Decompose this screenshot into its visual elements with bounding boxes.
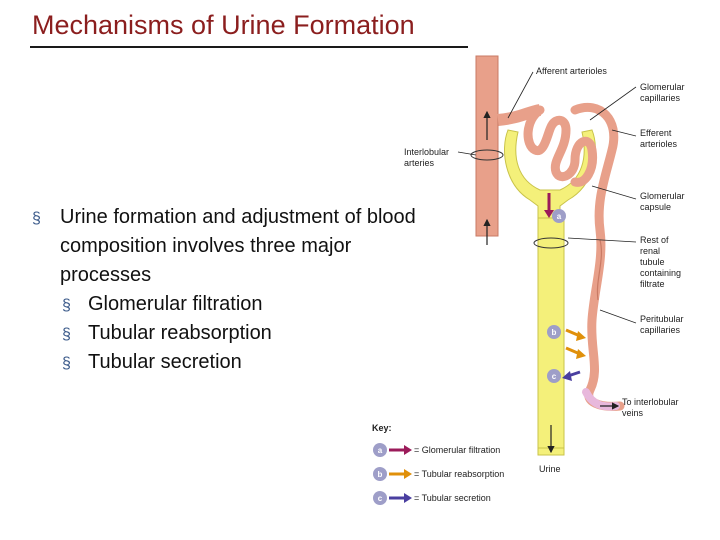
label-veins: To interlobular	[622, 397, 679, 407]
reabsorption-arrowhead	[576, 331, 586, 341]
peritubular-capillary-loop	[596, 239, 602, 301]
marker-a	[552, 209, 566, 223]
sub-bullet: § Tubular secretion	[32, 348, 432, 377]
label-rest: tubule	[640, 257, 665, 267]
key-marker-c	[373, 491, 387, 505]
bullet-marker: §	[62, 326, 71, 343]
label-capsule: capsule	[640, 202, 671, 212]
glomerular-capsule	[503, 129, 596, 219]
leader-glomerular	[589, 86, 637, 121]
label-efferent: arterioles	[640, 139, 678, 149]
key-marker-a-label: a	[378, 446, 383, 455]
marker-b	[547, 325, 561, 339]
label-rest: renal	[640, 246, 660, 256]
marker-c-label: c	[552, 372, 557, 381]
key-text-secretion: = Tubular secretion	[414, 493, 491, 503]
efferent-arteriole	[570, 102, 625, 411]
bullet-marker: §	[32, 210, 41, 227]
key-text-filtration: = Glomerular filtration	[414, 445, 500, 455]
glomerular-capillaries	[523, 105, 598, 187]
sub-bullet-text: Tubular reabsorption	[88, 322, 272, 344]
key-marker-b	[373, 467, 387, 481]
marker-c	[547, 369, 561, 383]
sub-bullet-text: Glomerular filtration	[88, 293, 263, 315]
key-arrowhead-filtration	[404, 445, 412, 455]
bullet-marker: §	[62, 355, 71, 372]
filtration-arrowhead	[544, 210, 554, 218]
title-underline	[30, 46, 468, 48]
label-interlobular: Interlobular	[404, 147, 449, 157]
leader-afferent	[507, 71, 534, 119]
marker-b-label: b	[552, 328, 557, 337]
slide-title: Mechanisms of Urine Formation	[32, 10, 415, 40]
bullet-list: § Urine formation and adjustment of bloo…	[32, 203, 432, 377]
key-title: Key:	[372, 423, 392, 433]
label-rest: filtrate	[640, 279, 665, 289]
leader-peritubular	[599, 309, 637, 324]
leader-rest	[567, 237, 637, 243]
label-glomerular-cap: Glomerular	[640, 82, 685, 92]
label-peritubular: capillaries	[640, 325, 681, 335]
label-glomerular-cap: capillaries	[640, 93, 681, 103]
label-afferent: Afferent arterioles	[536, 66, 607, 76]
label-efferent: Efferent	[640, 128, 672, 138]
key-marker-c-label: c	[378, 494, 383, 503]
leader-interlobular	[457, 151, 477, 156]
marker-a-label: a	[557, 212, 562, 221]
label-peritubular: Peritubular	[640, 314, 684, 324]
label-interlobular: arteries	[404, 158, 435, 168]
label-capsule: Glomerular	[640, 191, 685, 201]
key-arrowhead-secretion	[404, 493, 412, 503]
secretion-arrowhead	[562, 371, 572, 381]
leader-efferent	[611, 129, 637, 137]
label-veins: veins	[622, 408, 644, 418]
sub-bullet: § Tubular reabsorption	[32, 319, 432, 348]
label-rest: Rest of	[640, 235, 669, 245]
key-marker-a	[373, 443, 387, 457]
interlobular-artery	[475, 55, 499, 237]
bullet-main: § Urine formation and adjustment of bloo…	[32, 203, 432, 290]
sub-bullet-text: Tubular secretion	[88, 351, 242, 373]
tubule-cuff	[533, 237, 569, 249]
artery-cuff	[470, 149, 504, 161]
key-marker-b-label: b	[378, 470, 383, 479]
label-urine: Urine	[539, 464, 561, 474]
sub-bullet: § Glomerular filtration	[32, 290, 432, 319]
reabsorption-arrowhead	[576, 349, 586, 359]
label-rest: containing	[640, 268, 681, 278]
key-text-reabsorption: = Tubular reabsorption	[414, 469, 504, 479]
bullet-main-text: Urine formation and adjustment of blood …	[60, 206, 416, 286]
leader-capsule	[591, 185, 637, 200]
key-arrowhead-reabsorption	[404, 469, 412, 479]
bullet-marker: §	[62, 297, 71, 314]
